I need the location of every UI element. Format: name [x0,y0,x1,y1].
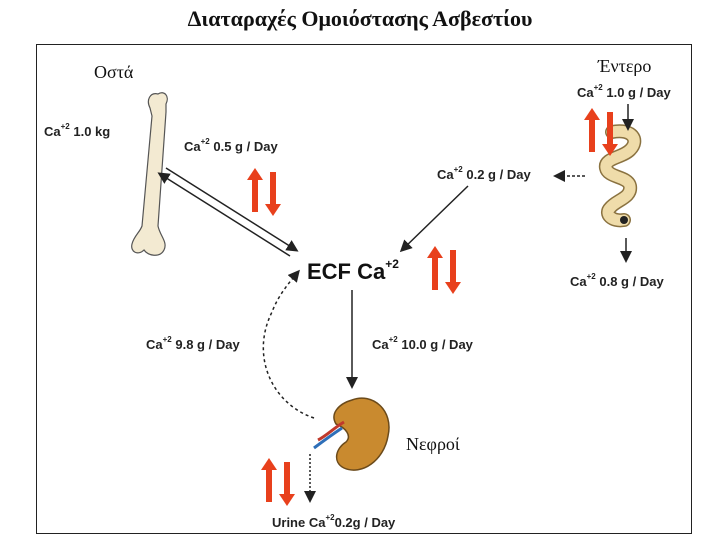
bone-updown-indicator [247,168,281,216]
kidney-illustration [313,397,390,471]
intestine-illustration [598,124,642,228]
bone-illustration [131,92,168,256]
diagram-frame [36,44,692,534]
page-title: Διαταραχές Ομοιόστασης Ασβεστίου [187,6,533,31]
filtration-label: Ca+2 10.0 g / Day [372,335,473,352]
bone-exchange-label: Ca+2 0.5 g / Day [184,137,278,154]
bone-label: Οστά [94,62,134,82]
bone-calcium-store-label: Ca+2 1.0 kg [44,122,111,139]
flow-arrows [157,104,634,503]
reabsorption-label: Ca+2 9.8 g / Day [146,335,240,352]
ecf-updown-indicator [427,246,461,294]
urine-excretion-label: Urine Ca+20.2g / Day [272,513,396,530]
intake-label: Ca+2 1.0 g / Day [577,83,671,100]
kidney-updown-indicator [261,458,295,506]
absorption-label: Ca+2 0.2 g / Day [437,165,531,182]
ecf-calcium-label: ECF Ca+2 [307,257,399,284]
intestine-label: Έντερο [598,56,652,76]
kidney-label: Νεφροί [406,434,460,454]
fecal-excretion-label: Ca+2 0.8 g / Day [570,272,664,289]
intestine-updown-indicator [584,108,618,156]
